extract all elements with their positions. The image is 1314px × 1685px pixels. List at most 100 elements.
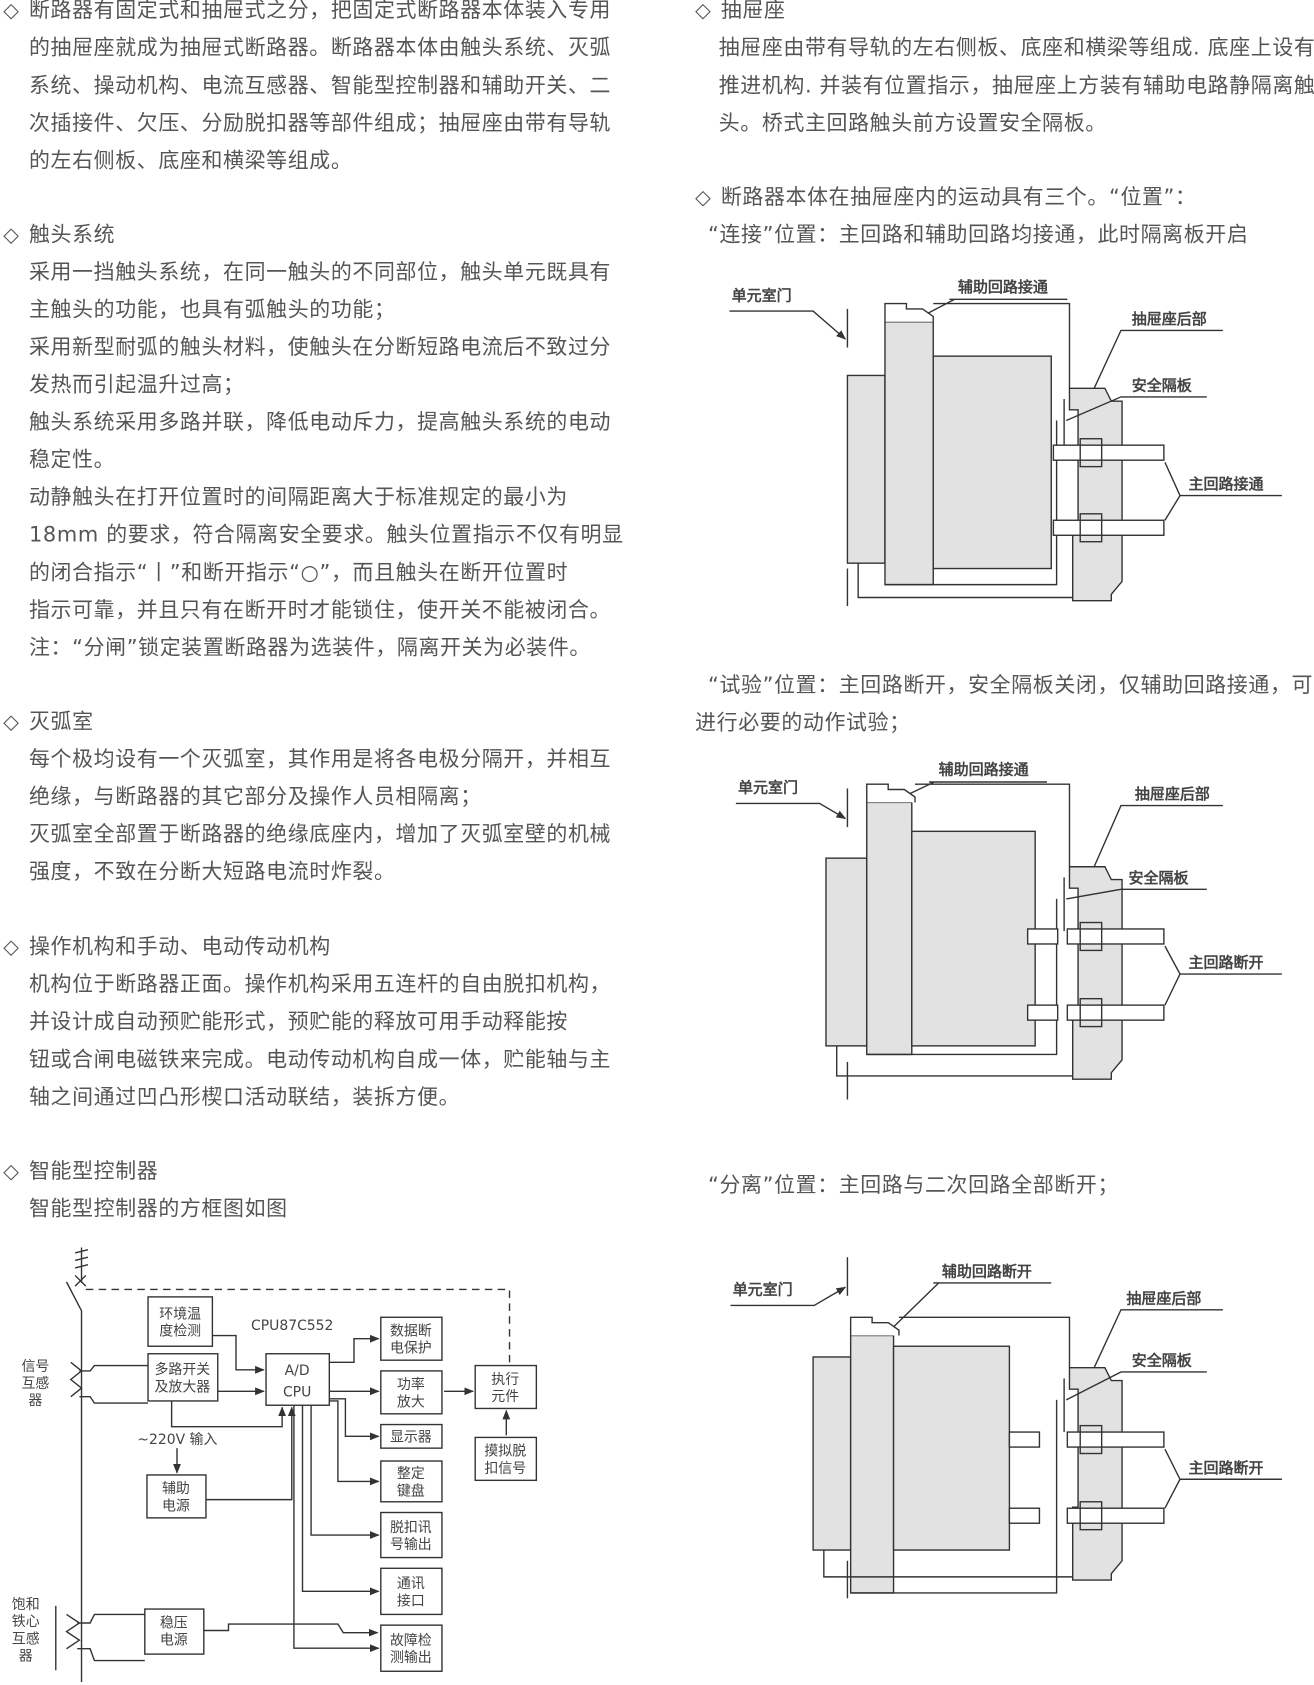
cpu-box: A/D: [285, 1363, 310, 1379]
aux-leader: [927, 298, 1068, 314]
temp-detection-box: 环境温: [159, 1306, 201, 1322]
paragraph-line: “试验”位置：主回路断开，安全隔板关闭，仅辅助回路接通，可: [707, 672, 1314, 698]
bottom-rail: [857, 563, 1095, 599]
front-panel: [812, 1356, 852, 1551]
signal-arrow: [301, 1405, 380, 1596]
label-aux: 辅助回路断开: [942, 1263, 1032, 1281]
output-box: [380, 1423, 443, 1449]
breaker-panel: [866, 801, 913, 1056]
section-heading: 抽屉座: [720, 0, 786, 23]
label-aux: 辅助回路接通: [939, 760, 1029, 778]
section-heading: 断路器本体在抽屉座内的运动具有三个。“位置”：: [720, 184, 1197, 210]
aux-contact: [849, 1316, 900, 1336]
signal-ct-label: 信号: [21, 1359, 49, 1375]
paragraph-line: 主触头的功能，也具有弧触头的功能；: [28, 297, 396, 322]
output-box: [380, 1624, 443, 1672]
output-box-label: 电保护: [390, 1341, 432, 1357]
main-contact-bar: [1052, 519, 1165, 536]
signal-arrow: [329, 1400, 380, 1486]
paragraph-line: “连接”位置：主回路和辅助回路均接通，此时隔离板开启: [707, 222, 1249, 247]
aux-contact: [884, 302, 934, 322]
label-rear: 抽屉座后部: [1126, 1289, 1201, 1307]
main-contact-bar: [1066, 1004, 1165, 1021]
signal-ct-label: 互感: [21, 1375, 49, 1392]
bottom-rail: [836, 1045, 1095, 1077]
test-position-diagram: 单元室门 辅助回路接通 抽屉座后部 安全隔板 主回路断开: [735, 760, 1282, 1100]
output-box-label: 放大: [397, 1394, 425, 1410]
separated-position-diagram: 单元室门 辅助回路断开 抽屉座后部 安全隔板 主回路断开: [730, 1257, 1282, 1599]
saturated-ct-label: 互感: [12, 1630, 40, 1647]
paragraph-line: 灭弧室全部置于断路器的绝缘底座内，增加了灭弧室壁的机械: [28, 821, 612, 847]
outline: [850, 1399, 1058, 1594]
saturated-ct-label: 器: [19, 1649, 33, 1665]
contact-clamp: [1079, 513, 1103, 543]
cpu-box: CPU: [283, 1385, 311, 1401]
label-main: 主回路断开: [1189, 1459, 1264, 1477]
section-heading: 智能型控制器: [28, 1158, 159, 1184]
paragraph-line: 发热而引起温升过高；: [28, 372, 245, 397]
breaker-body: [892, 1345, 1011, 1551]
section-heading: 操作机构和手动、电动传动机构: [28, 934, 331, 959]
bottom-rail: [823, 1550, 1095, 1578]
paragraph-line: 绝缘，与断路器的其它部分及操作人员相隔离；: [28, 784, 482, 809]
door-leader: [730, 1286, 847, 1307]
mux-amplifier-box: 及放大器: [154, 1379, 210, 1395]
label-plate: 安全隔板: [1128, 869, 1189, 887]
paragraph-line: 头。桥式主回路触头前方设置安全隔板。: [718, 110, 1107, 136]
contact-clamp: [1079, 921, 1103, 952]
output-box-label: 通讯: [397, 1576, 425, 1592]
output-box: [380, 1511, 443, 1559]
paragraph-line: 采用新型耐弧的触头材料，使触头在分断短路电流后不致过分: [28, 334, 612, 360]
plate-leader: [1065, 396, 1207, 422]
section-heading: 灭弧室: [28, 709, 94, 734]
diamond-bullet-icon: ◇: [695, 185, 711, 210]
outline: [915, 783, 1071, 867]
output-box: [380, 1370, 443, 1415]
front-panel: [846, 374, 886, 564]
signal-arrow: [329, 1398, 380, 1441]
paragraph-line: 次插接件、欠压、分励脱扣器等部件组成；抽屉座由带有导轨: [28, 110, 612, 136]
paragraph-line: 抽屉座由带有导轨的左右侧板、底座和横梁等组成. 底座上设有: [718, 35, 1314, 61]
diamond-bullet-icon: ◇: [3, 935, 19, 959]
contact-clamp: [1079, 1501, 1103, 1531]
door-leader: [729, 310, 847, 340]
aux-power-box: 辅助: [162, 1481, 190, 1497]
drawer-rear: [1068, 866, 1123, 1080]
contact-clamp: [1079, 438, 1103, 468]
breaker-contact-stub: [1026, 928, 1059, 945]
label-door: 单元室门: [732, 286, 792, 304]
label-plate: 安全隔板: [1132, 1352, 1193, 1370]
breaker-body: [911, 830, 1036, 1047]
paragraph-line: 并设计成自动预贮能形式，预贮能的释放可用手动释能按: [28, 1009, 569, 1035]
paragraph-line: 智能型控制器的方框图如图: [28, 1196, 288, 1221]
drawer-rear: [1068, 387, 1123, 602]
controller-block-diagram: [55, 1247, 538, 1682]
paragraph-line: 稳定性。: [28, 447, 116, 472]
output-box-label: 数据断: [390, 1324, 432, 1340]
paragraph-line: 触头系统采用多路并联，降低电动斥力，提高触头系统的电动: [28, 409, 612, 435]
contact-clamp: [1079, 1424, 1103, 1455]
output-box-label: 故障检: [390, 1633, 432, 1649]
paragraph-line: “分离”位置：主回路与二次回路全部断开；: [707, 1172, 1120, 1198]
regulated-power-box: 稳压: [160, 1615, 188, 1631]
paragraph-line: 采用一挡触头系统，在同一触头的不同部位，触头单元既具有: [28, 259, 612, 285]
breaker-contact-stub: [1026, 1004, 1059, 1021]
section-heading: 触头系统: [28, 222, 116, 247]
main-leader: [1164, 462, 1282, 521]
rear-leader: [1093, 329, 1223, 389]
aux-contact: [866, 783, 916, 803]
rear-leader: [1093, 1309, 1223, 1368]
contact-clamp: [1079, 997, 1103, 1028]
signal-ct-label: 器: [28, 1393, 42, 1409]
label-plate: 安全隔板: [1132, 376, 1193, 394]
output-box: [380, 1316, 443, 1361]
simulated-trip-box: 摸拟脱: [484, 1444, 526, 1460]
label-main: 主回路断开: [1189, 954, 1264, 972]
signal-arrow: [293, 1405, 380, 1653]
label-rear: 抽屉座后部: [1132, 310, 1207, 328]
main-contact-bar: [1066, 1507, 1165, 1524]
signal-arrow: [310, 1405, 380, 1539]
plate-leader: [1066, 888, 1207, 900]
simulated-trip-box: 扣信号: [484, 1461, 526, 1477]
